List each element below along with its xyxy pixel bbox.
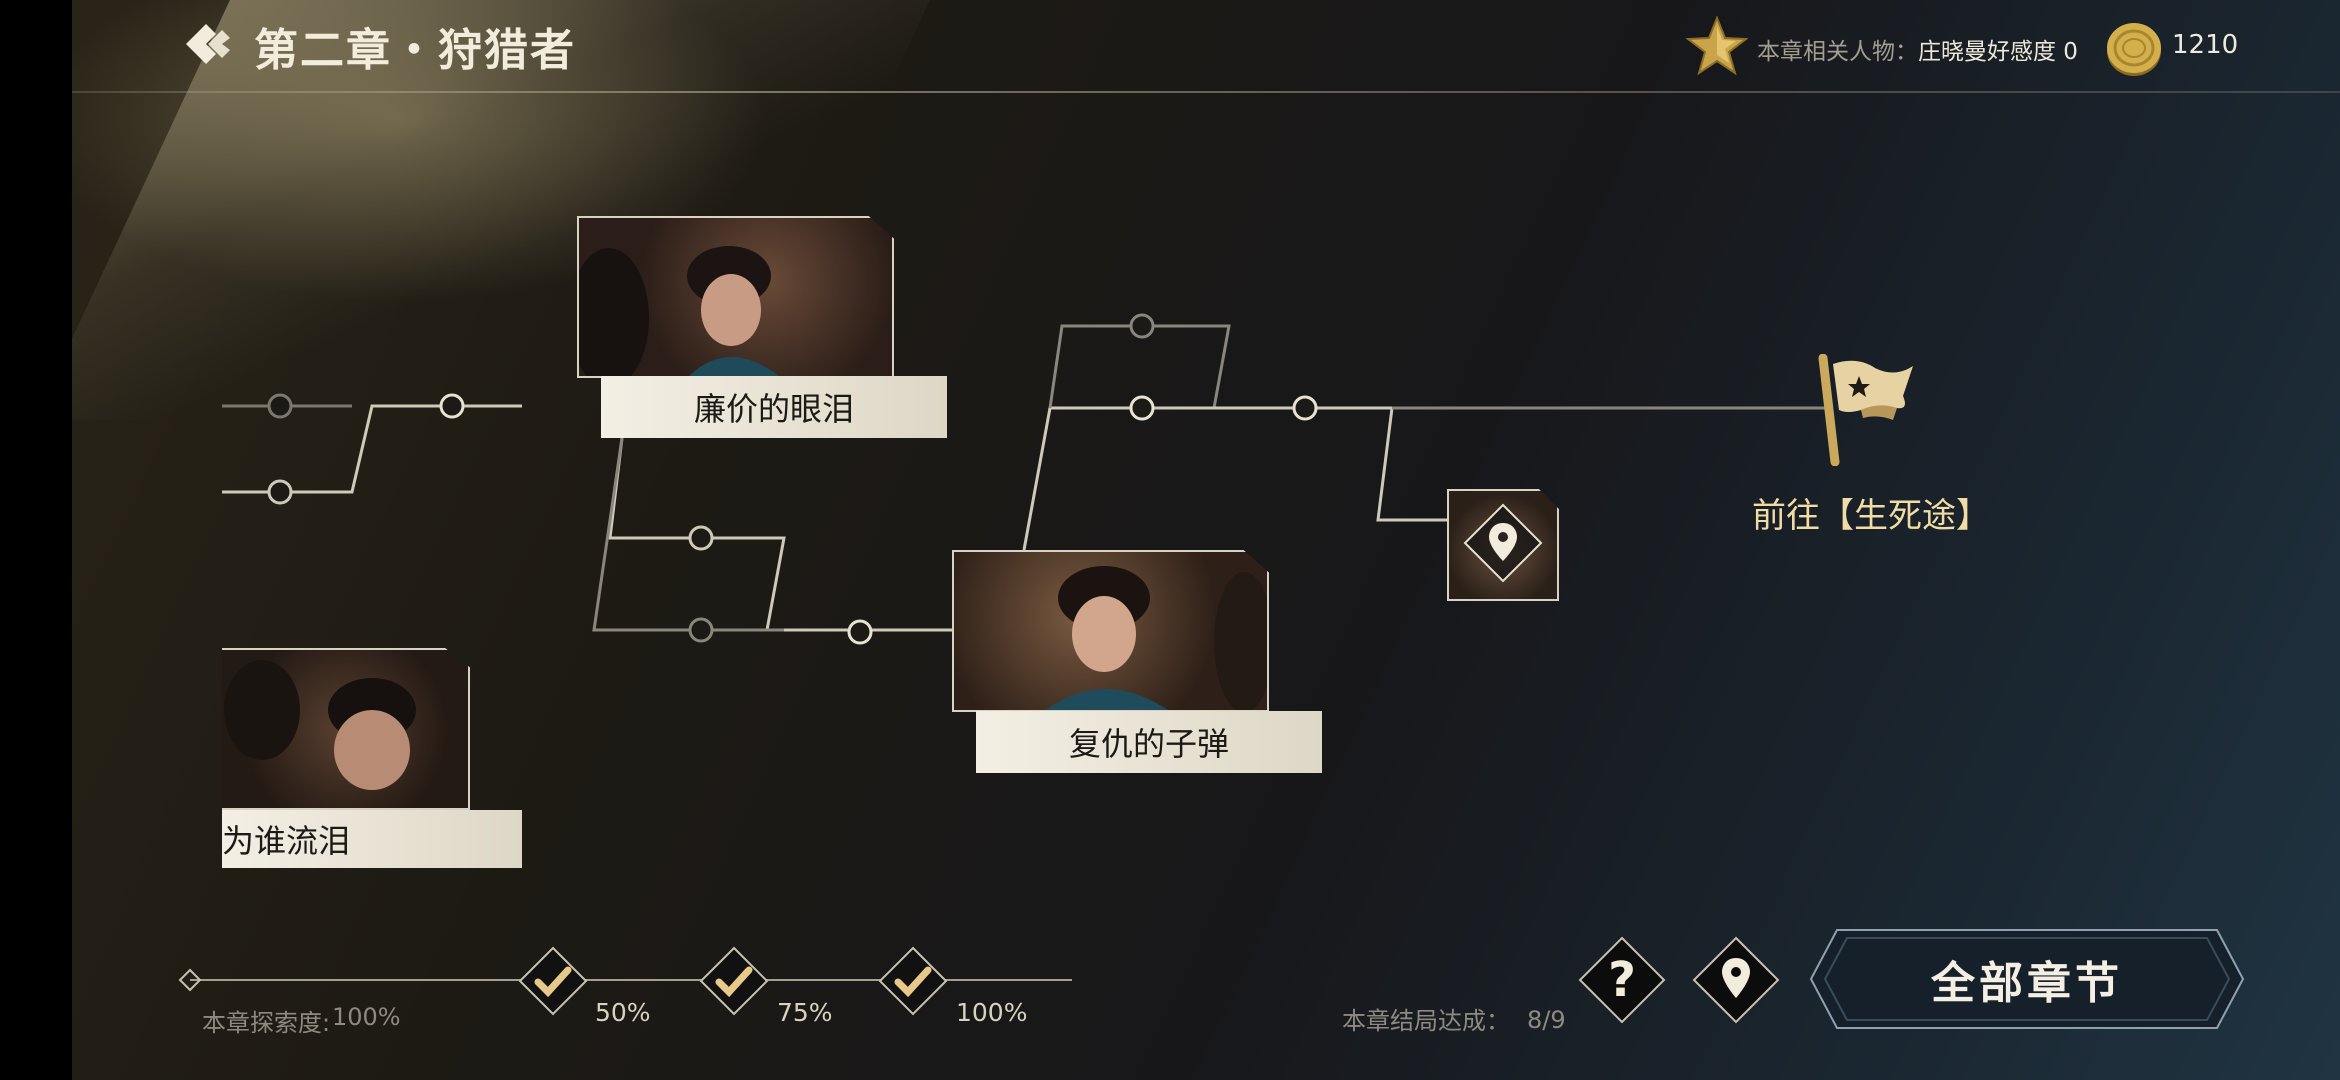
related-character-label: 本章相关人物： bbox=[1757, 39, 1918, 65]
header-divider bbox=[72, 91, 2340, 93]
branch-line bbox=[222, 404, 442, 494]
check-icon bbox=[518, 946, 588, 1016]
character-portrait bbox=[1046, 566, 1267, 710]
branch-node bbox=[1129, 313, 1155, 339]
location-pin-icon bbox=[1692, 936, 1780, 1024]
character-portrait bbox=[579, 246, 779, 376]
story-node-cheap-tears[interactable]: 廉价的眼泪 bbox=[505, 216, 947, 440]
story-map-screen: 第二章・狩猎者 本章相关人物： 庄晓曼好感度 0 1210 廉价的眼泪 bbox=[72, 0, 2340, 1080]
help-button[interactable]: ? bbox=[1576, 934, 1668, 1026]
branch-node bbox=[688, 617, 714, 643]
branch-node bbox=[1292, 395, 1318, 421]
branch-node bbox=[439, 393, 465, 419]
exploration-value: 100% bbox=[332, 1003, 401, 1031]
milestone-label: 75% bbox=[777, 998, 833, 1027]
back-chevron-icon bbox=[186, 24, 230, 64]
branch-node bbox=[1129, 395, 1155, 421]
location-node[interactable] bbox=[1447, 489, 1559, 601]
all-chapters-frame bbox=[1809, 929, 2245, 1029]
milestone-label: 50% bbox=[595, 998, 651, 1027]
affection-value: 庄晓曼好感度 0 bbox=[1918, 39, 2078, 65]
branch-node bbox=[267, 479, 293, 505]
story-node-for-whom-tears[interactable]: 为谁流泪 bbox=[222, 648, 522, 870]
all-chapters-label: 全部章节 bbox=[1931, 958, 2123, 1009]
branch-node bbox=[847, 619, 873, 645]
chapter-title: 第二章・狩猎者 bbox=[254, 25, 576, 76]
story-branch-lines bbox=[222, 313, 1830, 645]
location-thumbnail bbox=[1447, 489, 1559, 601]
story-node-label: 复仇的子弹 bbox=[976, 711, 1322, 773]
flag-icon bbox=[1818, 354, 1913, 466]
milestone-100 bbox=[878, 946, 948, 1016]
milestone-label: 100% bbox=[956, 998, 1028, 1027]
branch-line bbox=[1022, 406, 1142, 551]
question-icon: ? bbox=[1578, 936, 1666, 1024]
branch-line bbox=[592, 437, 700, 632]
scene-thumbnail bbox=[222, 648, 470, 810]
star-icon bbox=[1686, 16, 1748, 76]
branch-node bbox=[688, 525, 714, 551]
scene-thumbnail bbox=[577, 216, 894, 378]
ending-label: 本章结局达成： bbox=[1342, 1007, 1510, 1035]
coin-icon bbox=[2107, 23, 2161, 76]
branch-node bbox=[267, 393, 293, 419]
story-node-revenge-bullet[interactable]: 复仇的子弹 bbox=[952, 550, 1392, 775]
branch-line bbox=[700, 536, 860, 632]
all-chapters-button[interactable]: 全部章节 bbox=[1807, 926, 2247, 1032]
destination-label[interactable]: 前往【生死途】 bbox=[1752, 496, 1990, 536]
milestone-75 bbox=[699, 946, 769, 1016]
location-pin-icon bbox=[1463, 503, 1543, 583]
check-icon bbox=[699, 946, 769, 1016]
branch-line bbox=[1302, 406, 1448, 522]
location-button[interactable] bbox=[1690, 934, 1782, 1026]
scene-thumbnail bbox=[952, 550, 1269, 712]
story-node-label: 廉价的眼泪 bbox=[601, 376, 947, 438]
milestone-50 bbox=[518, 946, 588, 1016]
branch-line bbox=[1048, 324, 1231, 409]
ending-value: 8/9 bbox=[1527, 1006, 1566, 1034]
back-button[interactable] bbox=[180, 20, 236, 68]
check-icon bbox=[878, 946, 948, 1016]
svg-text:?: ? bbox=[1608, 952, 1636, 1008]
exploration-label: 本章探索度: bbox=[202, 1009, 331, 1037]
character-portrait bbox=[224, 660, 416, 790]
story-node-label: 为谁流泪 bbox=[222, 810, 522, 868]
coin-count: 1210 bbox=[2172, 30, 2239, 60]
branch-line bbox=[608, 437, 700, 540]
